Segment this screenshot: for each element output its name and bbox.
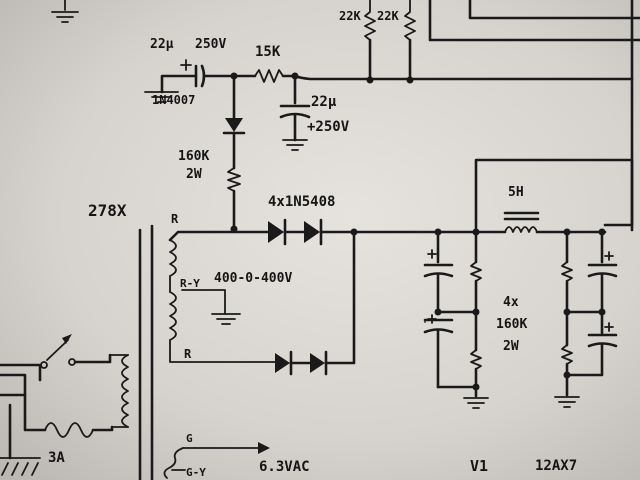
bleeders-power-label: 2W [503,339,519,354]
fuse-label: 3A [48,450,65,466]
choke-bridge-wire [474,158,634,234]
bias-input-ground [144,74,198,103]
transformer-core [138,224,154,480]
cap-filter-value-label: 22µ [311,94,337,110]
cap-filter-voltage-label: +250V [307,119,350,135]
bleeders-count-label: 4x [503,295,519,310]
filter-caps-second-stage [563,230,618,379]
choke-5h [503,211,540,233]
diode-1n5408-bottom-1 [275,350,293,376]
center-tap-ground [181,289,241,325]
heater-gy-label: G-Y [186,466,206,479]
winding-r-bottom-label: R [184,347,192,361]
top-ground-fragment [51,0,79,23]
res-160k-value-label: 160K [178,149,209,164]
transformer-label: 278X [88,201,127,220]
chassis-ground [0,403,41,476]
heater-winding [163,442,270,479]
diode-1n4007 [222,118,246,135]
primary-winding [109,354,129,428]
capacitor-22u-250v-input [180,59,206,88]
winding-r-top-label: R [171,212,179,226]
diode-1n4007-label: 1N4007 [152,93,195,107]
bias-rail-wire [281,74,634,81]
heater-g-label: G [186,432,193,445]
tube-type-label: 12AX7 [535,458,577,474]
winding-r-ct-label: R-Y [180,277,200,290]
top-right-wire [468,0,640,20]
resistor-22k-a [364,0,376,84]
resistor-15k [254,69,284,83]
secondary-voltage-label: 400-0-400V [214,271,292,286]
res-22k-b-label: 22K [377,9,399,23]
diode-1n5408-top-2 [304,218,323,246]
diodes-1n5408-label: 4x1N5408 [268,194,335,210]
resistor-160k-2w-bias [227,167,241,192]
rectifier-output-wire [319,230,356,365]
fuse-3a [23,393,114,438]
bleeder-resistors-second-stage [554,230,580,408]
filter-caps-first-stage [423,228,454,389]
resistor-22k-b [404,0,416,84]
capacitor-22u-250v-filter [279,74,311,151]
bleeders-value-label: 160K [496,317,527,332]
top-border-wire [428,0,640,42]
diode-1n5408-bottom-2 [310,350,328,376]
mains-switch [0,334,112,397]
tube-v1-label: V1 [470,457,488,475]
cap-in-voltage-label: 250V [195,37,226,52]
res-15k-label: 15K [255,44,281,60]
res-160k-power-label: 2W [186,167,202,182]
secondary-winding [169,239,276,363]
cap-in-value-label: 22µ [150,37,174,52]
bleeder-resistors-first-stage [434,230,489,409]
choke-label: 5H [508,185,524,200]
diode-1n5408-top-1 [268,218,287,246]
winding-top-wire [168,230,270,242]
res-22k-a-label: 22K [339,9,361,23]
heater-voltage-label: 6.3VAC [259,459,310,475]
